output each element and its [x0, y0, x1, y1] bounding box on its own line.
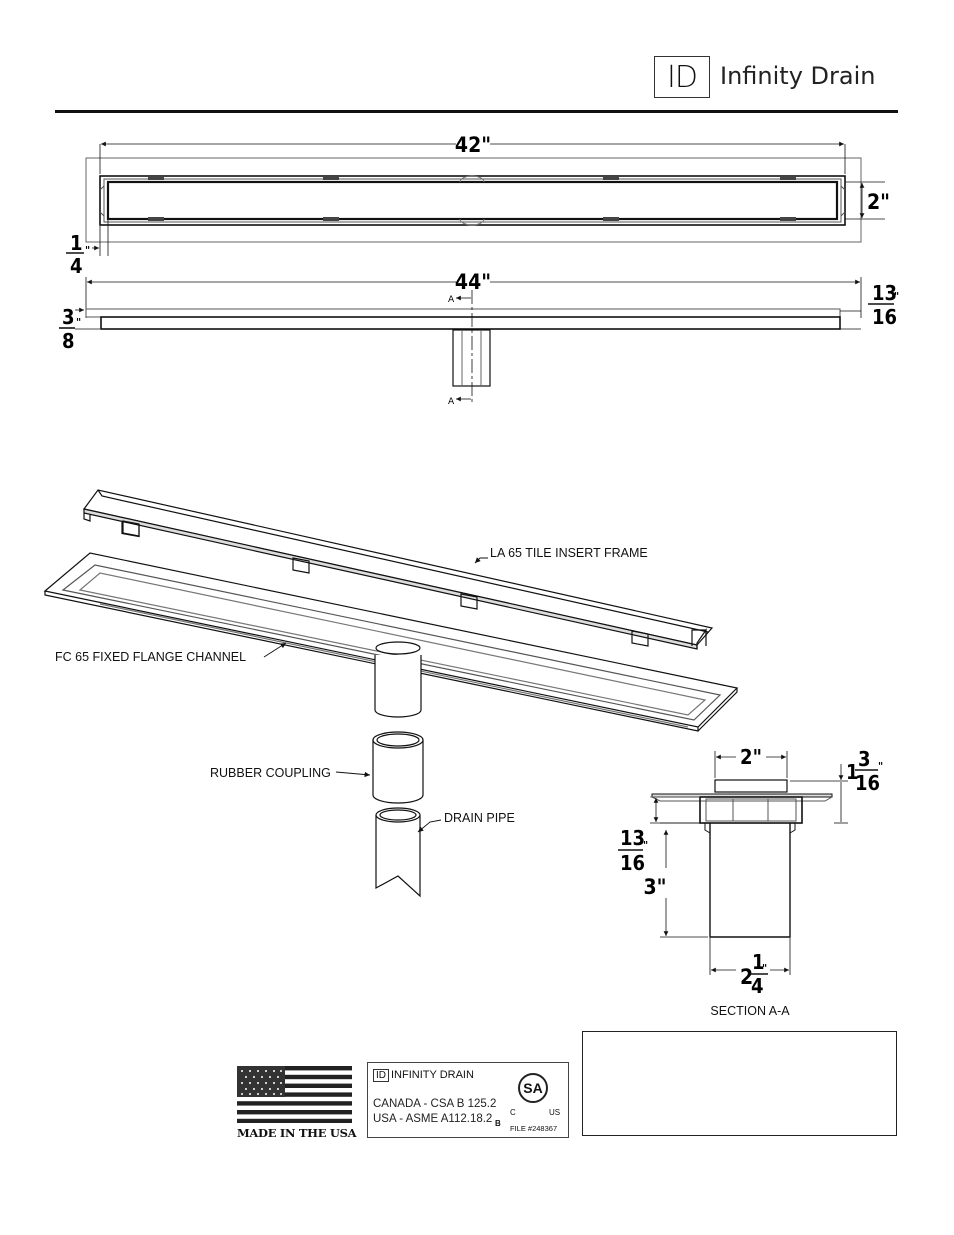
side-height-dim: 13 16 " [868, 281, 899, 329]
svg-text:": " [762, 962, 767, 975]
section-outlet-diameter: 2 1 4 " [740, 950, 768, 998]
svg-text:16: 16 [855, 771, 880, 795]
section-title: SECTION A-A [710, 1004, 790, 1018]
svg-text:4: 4 [70, 254, 83, 278]
top-width-dim: 2" [867, 190, 890, 214]
rubber-coupling [373, 732, 423, 803]
frame-label: LA 65 TILE INSERT FRAME [490, 546, 648, 560]
top-view [86, 144, 885, 256]
side-view-outlet [453, 330, 490, 386]
pipe-label: DRAIN PIPE [444, 811, 515, 825]
section-top-width: 2" [740, 745, 762, 769]
svg-text:1: 1 [70, 231, 83, 255]
info-box [582, 1031, 897, 1136]
cert-logo-mark: ID [373, 1069, 389, 1082]
side-view [75, 277, 861, 402]
section-outlet-length: 3" [644, 875, 667, 899]
coupling-label: RUBBER COUPLING [210, 766, 331, 780]
cert-brand-name: INFINITY DRAIN [391, 1069, 474, 1081]
section-view [650, 751, 848, 975]
cert-usa-standard: USA - ASME A112.18.2 [373, 1113, 492, 1125]
us-flag-icon [237, 1066, 352, 1123]
made-in-usa-caption: MADE IN THE USA [237, 1126, 356, 1140]
top-edge-dim: 1 4 " [66, 231, 90, 278]
section-flange-height: 13 16 " [618, 826, 648, 875]
top-length-dim: 42" [455, 133, 491, 157]
channel-label: FC 65 FIXED FLANGE CHANNEL [55, 650, 246, 664]
svg-text:": " [643, 839, 648, 852]
csa-logo-icon: SA [518, 1073, 548, 1103]
svg-text:16: 16 [620, 851, 645, 875]
svg-text:16: 16 [872, 305, 897, 329]
top-view-outer-flange [86, 158, 861, 242]
drain-pipe [376, 808, 420, 896]
svg-text:4: 4 [751, 974, 764, 998]
csa-c-mark: C [510, 1108, 516, 1117]
svg-text:": " [76, 316, 81, 329]
top-view-grate [108, 182, 837, 219]
svg-text:3: 3 [62, 305, 75, 329]
svg-text:": " [878, 760, 883, 773]
section-top-height: 1 3 16 " [846, 747, 883, 795]
svg-text:": " [85, 244, 90, 257]
svg-text:8: 8 [62, 329, 75, 353]
side-view-channel [101, 317, 840, 329]
svg-text:13: 13 [620, 826, 645, 850]
outlet-tube [375, 655, 421, 717]
section-marker-top: A [448, 295, 455, 305]
csa-us-mark: US [549, 1108, 560, 1117]
svg-text:3: 3 [858, 747, 871, 771]
top-view-channel [100, 176, 845, 225]
section-marker-bottom: A [448, 397, 455, 407]
side-length-dim: 44" [455, 270, 491, 294]
cert-canada-standard: CANADA - CSA B 125.2 [373, 1098, 496, 1110]
side-view-flange [86, 309, 840, 317]
svg-text:": " [894, 290, 899, 303]
cert-b-mark: B [495, 1119, 501, 1128]
cert-file-number: FILE #248367 [510, 1124, 557, 1133]
